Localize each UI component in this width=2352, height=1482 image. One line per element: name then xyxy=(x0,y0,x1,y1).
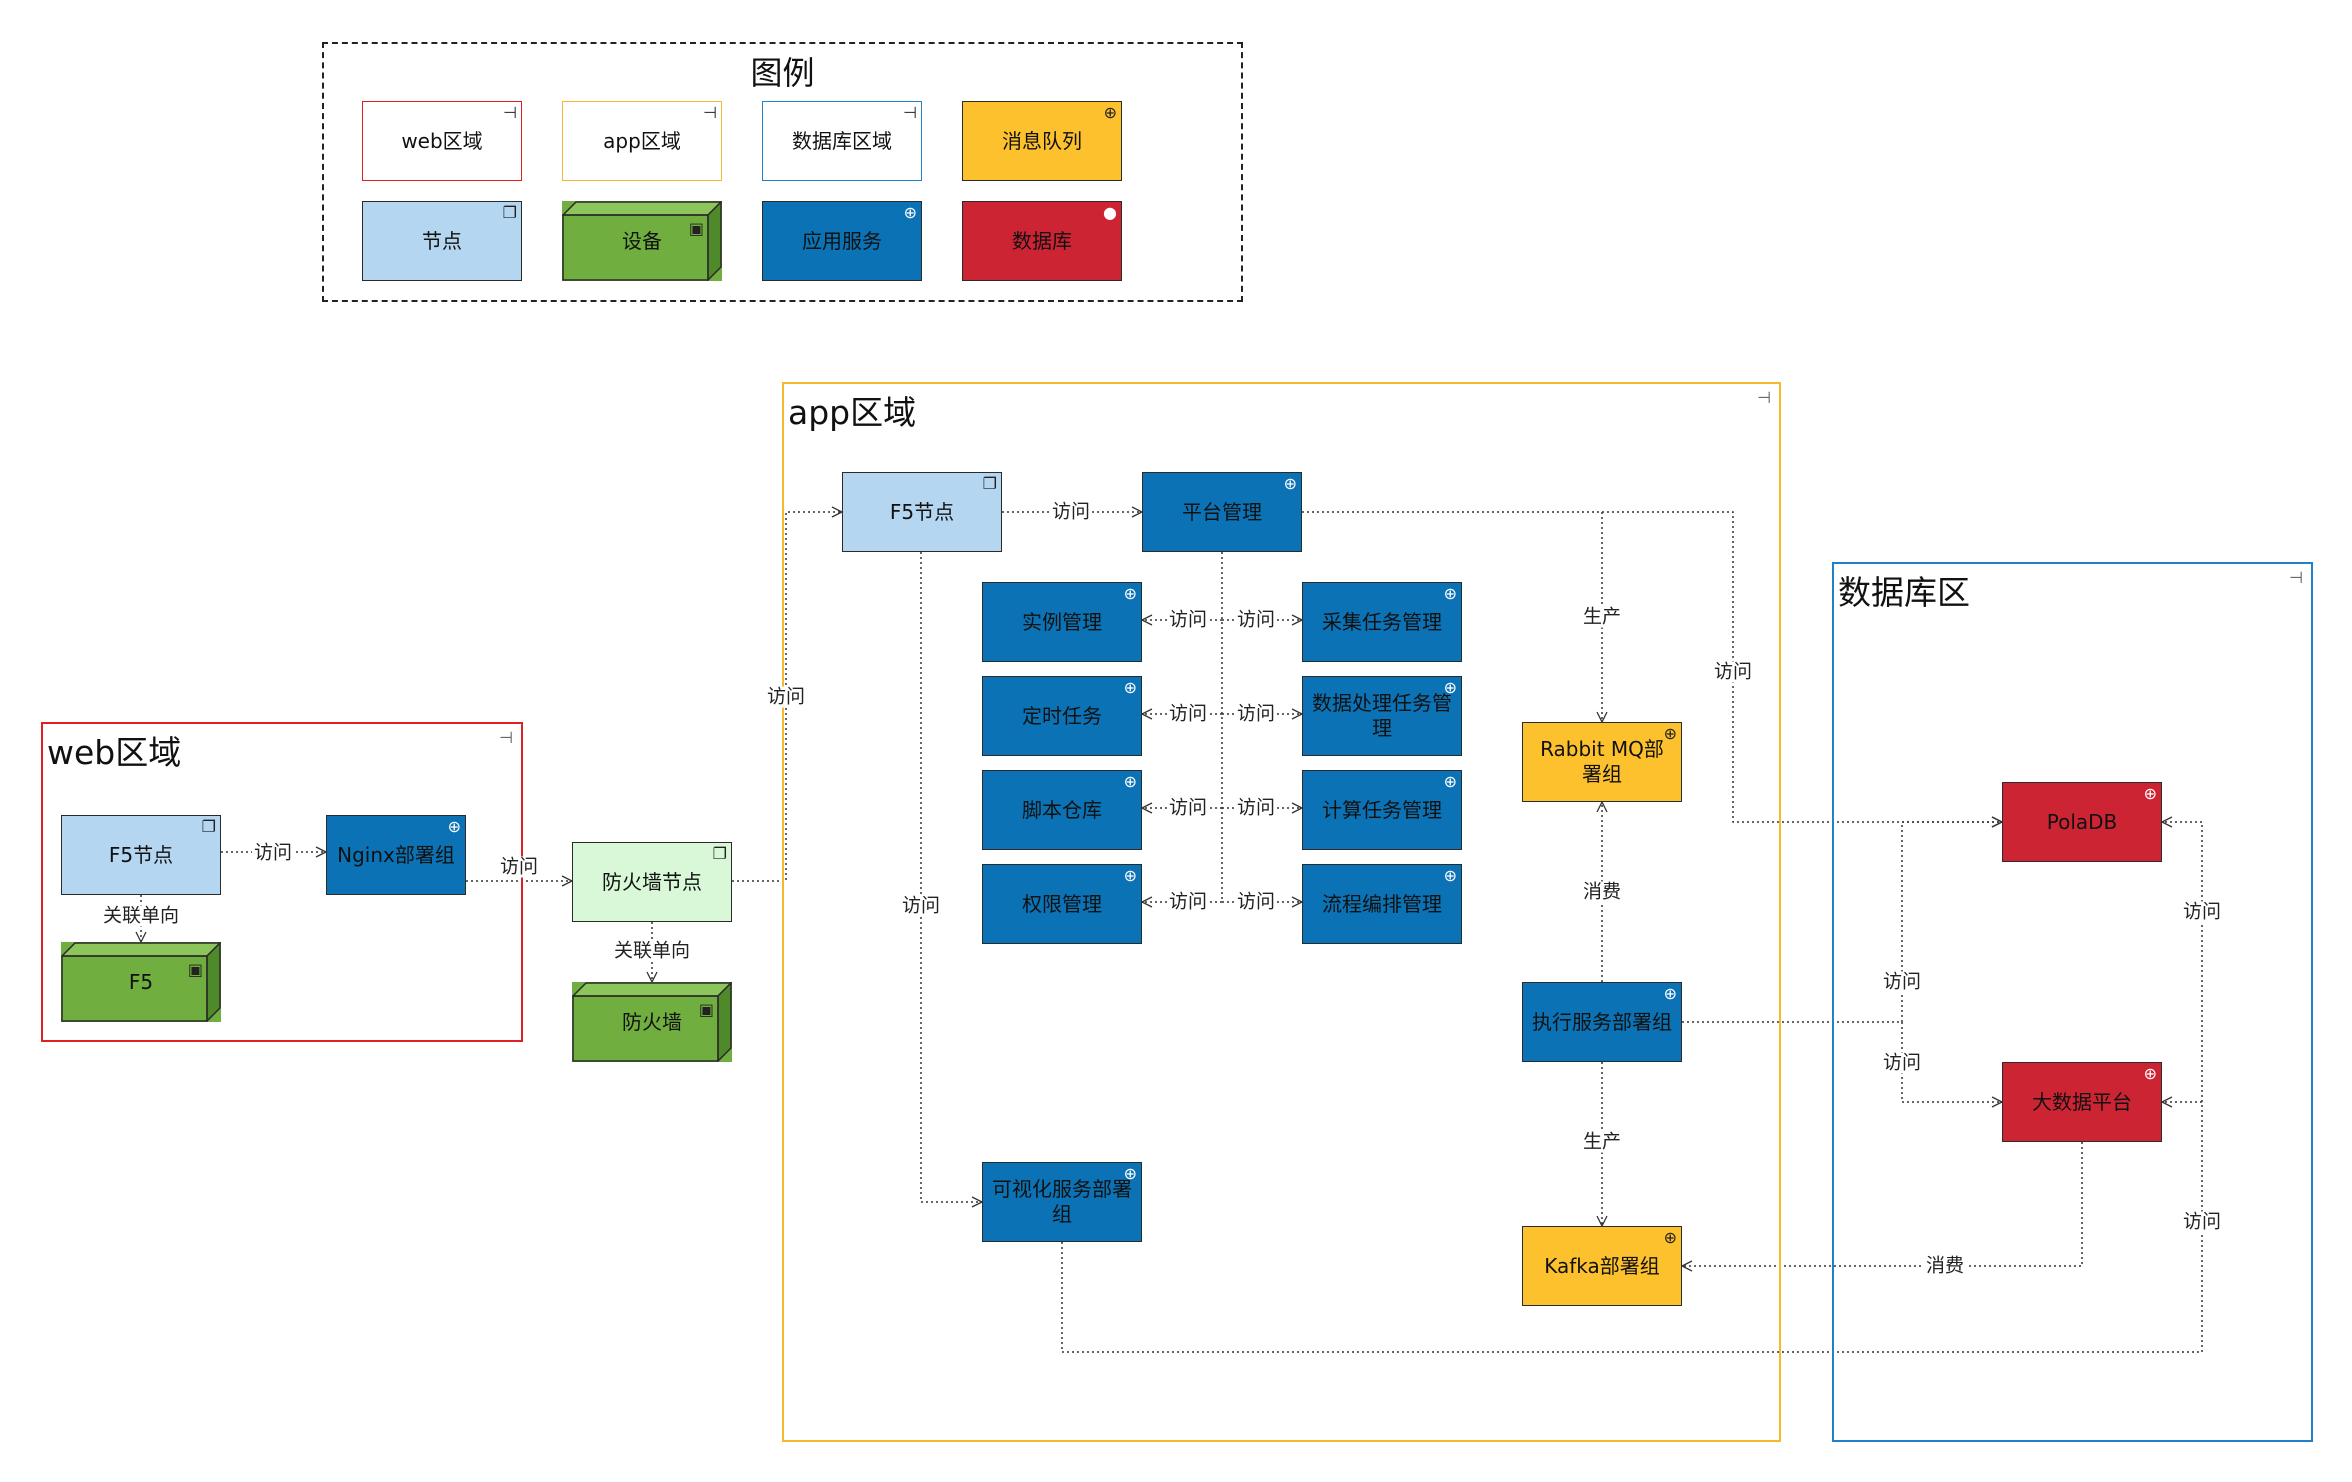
edge-label-nginx-firewall: 访问 xyxy=(497,855,541,878)
edge-label-firewall-device: 关联单向 xyxy=(611,939,693,962)
service-icon: ⊕ xyxy=(1123,678,1137,697)
edge-label-app-f5-platform: 访问 xyxy=(1049,500,1093,523)
web-f5-node: ❐ F5节点 xyxy=(61,815,221,895)
edge-label-visualization-poladb: 访问 xyxy=(2180,900,2224,923)
web-region: web区域 ⊣ xyxy=(41,722,523,1042)
edge-label-executor-rabbitmq: 消费 xyxy=(1580,880,1624,903)
device-icon: ▣ xyxy=(698,1000,714,1019)
kafka-deploy-group: ⊕ Kafka部署组 xyxy=(1522,1226,1682,1306)
edge-label-to-timer: 访问 xyxy=(1166,702,1210,725)
permission-management: ⊕ 权限管理 xyxy=(982,864,1142,944)
service-icon: ⊕ xyxy=(1663,724,1677,743)
data-process-task-management: ⊕ 数据处理任务管理 xyxy=(1302,676,1462,756)
legend-web-region: ⊣ web区域 xyxy=(362,101,522,181)
node-icon: ❐ xyxy=(201,817,216,836)
timer-task: ⊕ 定时任务 xyxy=(982,676,1142,756)
edge-label-platform-rabbitmq: 生产 xyxy=(1580,605,1624,628)
edge-app-f5-to-visualization xyxy=(920,552,982,1202)
compute-task-management: ⊕ 计算任务管理 xyxy=(1302,770,1462,850)
app-region: app区域 ⊣ xyxy=(782,382,1781,1442)
legend-db-region: ⊣ 数据库区域 xyxy=(762,101,922,181)
region-icon: ⊣ xyxy=(903,103,917,122)
edge-label-to-permission: 访问 xyxy=(1166,890,1210,913)
edge-label-platform-poladb: 访问 xyxy=(1711,660,1755,683)
firewall-device: ▣ 防火墙 xyxy=(572,982,732,1062)
service-icon: ⊕ xyxy=(447,817,461,836)
edge-label-visualization-bigdata: 访问 xyxy=(2180,1210,2224,1233)
legend-device: ▣ 设备 xyxy=(562,201,722,281)
app-region-title: app区域 xyxy=(788,393,917,432)
legend-app-service: ⊕ 应用服务 xyxy=(762,201,922,281)
edge-label-executor-bigdata: 访问 xyxy=(1880,1051,1924,1074)
platform-management: ⊕ 平台管理 xyxy=(1142,472,1302,552)
legend-message-queue: ⊕ 消息队列 xyxy=(962,101,1122,181)
edge-label-to-script: 访问 xyxy=(1166,796,1210,819)
service-icon: ⊕ xyxy=(1663,984,1677,1003)
edge-label-to-instance: 访问 xyxy=(1166,608,1210,631)
service-icon: ⊕ xyxy=(1123,772,1137,791)
edge-label-to-collect: 访问 xyxy=(1234,608,1278,631)
nginx-deploy-group: ⊕ Nginx部署组 xyxy=(326,815,466,895)
edge-bigdata-to-kafka xyxy=(1682,1142,2083,1266)
edge-label-executor-poladb: 访问 xyxy=(1880,970,1924,993)
region-icon: ⊣ xyxy=(2289,568,2303,587)
legend: 图例 xyxy=(322,42,1243,302)
service-icon: ⊕ xyxy=(2143,784,2157,803)
legend-database: ● 数据库 xyxy=(962,201,1122,281)
edge-visualization-to-poladb xyxy=(2162,822,2203,1102)
region-icon: ⊣ xyxy=(503,103,517,122)
service-icon: ⊕ xyxy=(1443,584,1457,603)
service-icon: ⊕ xyxy=(903,203,917,222)
edge-label-to-flow: 访问 xyxy=(1234,890,1278,913)
device-icon: ▣ xyxy=(187,960,203,979)
service-icon: ⊕ xyxy=(1123,584,1137,603)
service-icon: ⊕ xyxy=(1663,1228,1677,1247)
node-icon: ❐ xyxy=(712,844,727,863)
rabbitmq-deploy-group: ⊕ Rabbit MQ部署组 xyxy=(1522,722,1682,802)
edge-firewall-to-app-f5 xyxy=(732,512,842,882)
instance-management: ⊕ 实例管理 xyxy=(982,582,1142,662)
service-icon: ⊕ xyxy=(1443,772,1457,791)
legend-title: 图例 xyxy=(750,54,815,92)
edge-label-to-data-process: 访问 xyxy=(1234,702,1278,725)
node-icon: ❐ xyxy=(982,474,997,493)
executor-deploy-group: ⊕ 执行服务部署组 xyxy=(1522,982,1682,1062)
db-region: 数据库区 ⊣ xyxy=(1832,562,2313,1442)
edge-executor-to-poladb xyxy=(1682,822,2002,1023)
service-icon: ⊕ xyxy=(1103,103,1117,122)
flow-orchestration-management: ⊕ 流程编排管理 xyxy=(1302,864,1462,944)
web-region-title: web区域 xyxy=(47,733,182,772)
firewall-node: ❐ 防火墙节点 xyxy=(572,842,732,922)
edge-label-web-f5-device: 关联单向 xyxy=(100,904,182,927)
edge-executor-to-bigdata xyxy=(1901,1022,2002,1102)
edge-label-bigdata-kafka: 消费 xyxy=(1923,1254,1967,1277)
service-icon: ⊕ xyxy=(1123,1164,1137,1183)
edge-label-firewall-app-f5: 访问 xyxy=(764,685,808,708)
service-icon: ⊕ xyxy=(1123,866,1137,885)
db-region-title: 数据库区 xyxy=(1838,573,1970,612)
service-icon: ⊕ xyxy=(1443,678,1457,697)
visualization-deploy-group: ⊕ 可视化服务部署组 xyxy=(982,1162,1142,1242)
region-icon: ⊣ xyxy=(499,728,513,747)
service-icon: ⊕ xyxy=(1443,866,1457,885)
region-icon: ⊣ xyxy=(703,103,717,122)
database-icon: ● xyxy=(1103,203,1117,222)
bigdata-platform: ⊕ 大数据平台 xyxy=(2002,1062,2162,1142)
f5-device: ▣ F5 xyxy=(61,942,221,1022)
script-repository: ⊕ 脚本仓库 xyxy=(982,770,1142,850)
region-icon: ⊣ xyxy=(1757,388,1771,407)
edge-label-app-f5-visualization: 访问 xyxy=(899,894,943,917)
legend-node: ❐ 节点 xyxy=(362,201,522,281)
service-icon: ⊕ xyxy=(1283,474,1297,493)
edge-label-executor-kafka: 生产 xyxy=(1580,1130,1624,1153)
app-f5-node: ❐ F5节点 xyxy=(842,472,1002,552)
legend-app-region: ⊣ app区域 xyxy=(562,101,722,181)
node-icon: ❐ xyxy=(502,203,517,222)
collect-task-management: ⊕ 采集任务管理 xyxy=(1302,582,1462,662)
device-icon: ▣ xyxy=(688,219,704,238)
edge-label-web-f5-nginx: 访问 xyxy=(251,841,295,864)
edge-label-to-compute: 访问 xyxy=(1234,796,1278,819)
poladb: ⊕ PolaDB xyxy=(2002,782,2162,862)
service-icon: ⊕ xyxy=(2143,1064,2157,1083)
